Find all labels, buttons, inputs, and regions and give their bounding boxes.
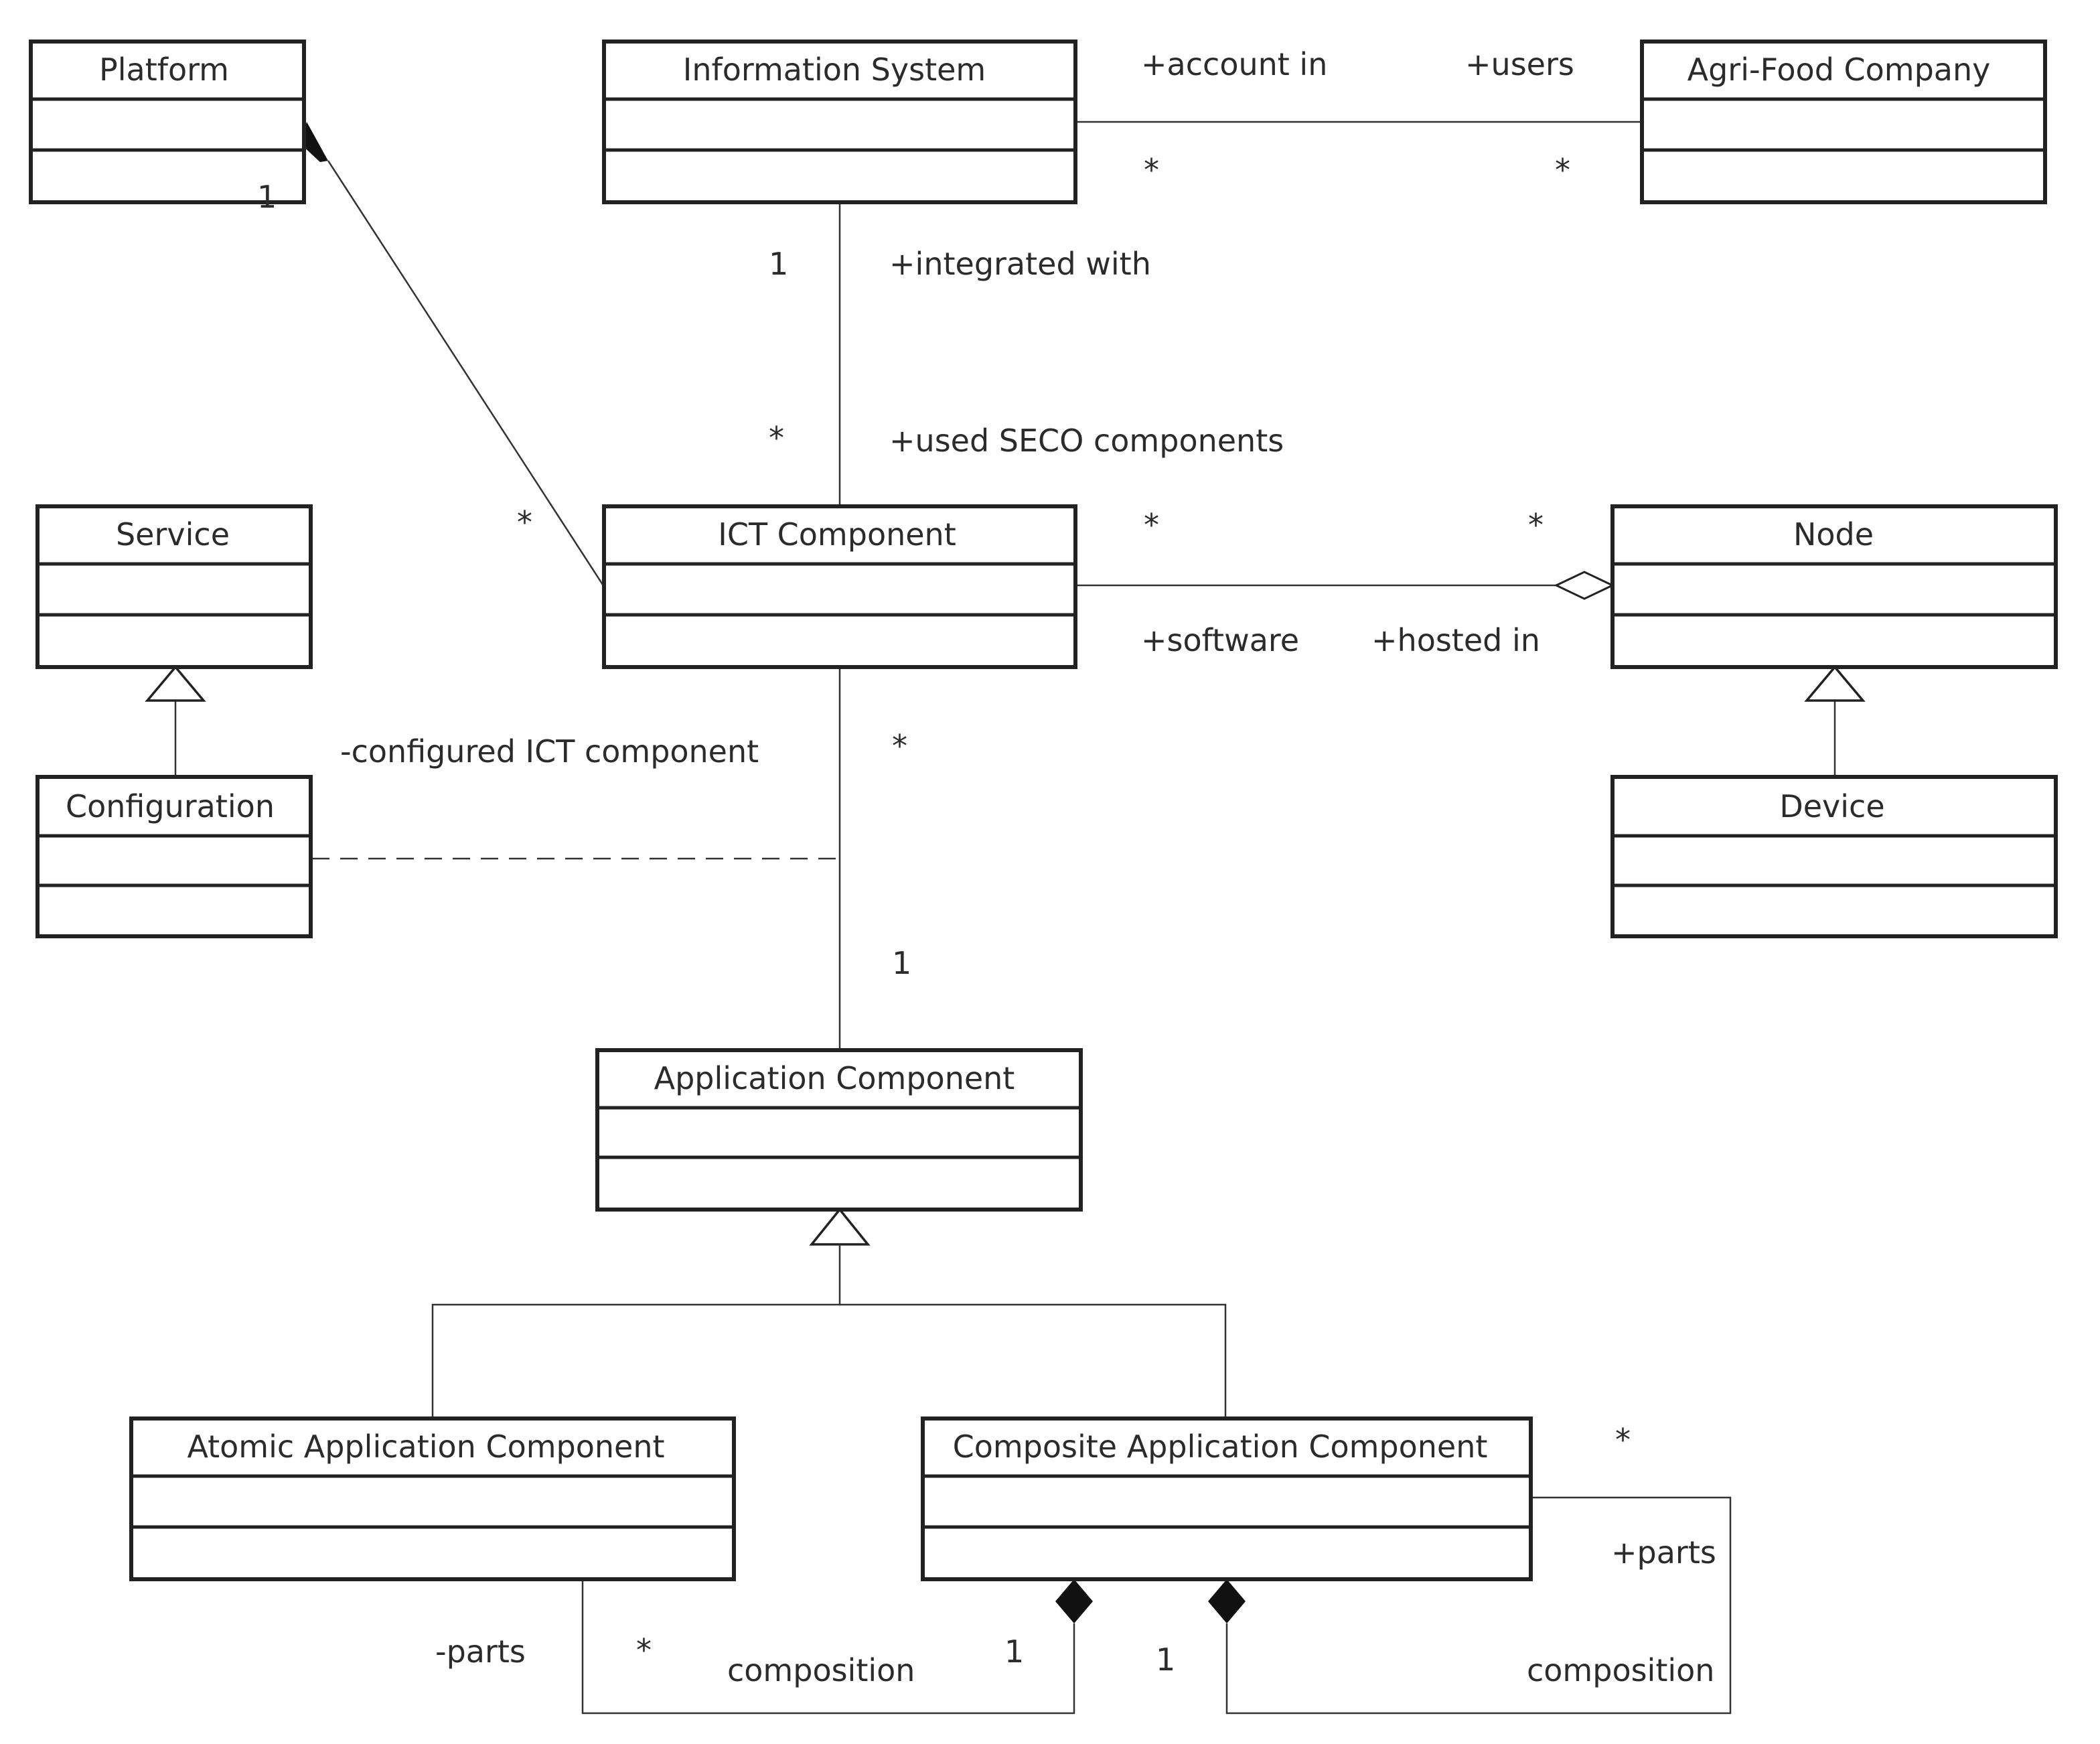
class-name: Configuration	[66, 788, 275, 824]
account-in-role: +account in	[1141, 46, 1327, 82]
composite-self-composition-diamond	[1208, 1579, 1246, 1623]
class-box	[1610, 775, 2058, 938]
class-name: Service	[116, 516, 230, 553]
composite-self-composition-line	[1225, 1496, 1732, 1715]
relationship-labels: 1 * +account in +users * * 1 +integrated…	[257, 46, 1716, 1688]
ict-app-multiplicity-top: *	[892, 728, 907, 764]
users-role: +users	[1465, 46, 1574, 82]
class-name: Information System	[683, 52, 986, 88]
class-platform[interactable]: Platform	[29, 40, 306, 204]
class-device[interactable]: Device	[1610, 775, 2058, 938]
class-name: Agri-Food Company	[1687, 52, 1991, 88]
composition-right-label: composition	[1527, 1652, 1714, 1688]
parts-private-role: -parts	[435, 1633, 526, 1670]
class-service[interactable]: Service	[35, 504, 313, 669]
platform-ict-composition-line	[327, 160, 605, 587]
class-application-component[interactable]: Application Component	[595, 1048, 1083, 1212]
class-box	[129, 1416, 736, 1581]
composition-left-label: composition	[727, 1652, 915, 1688]
ict-app-multiplicity-bottom: 1	[892, 945, 911, 981]
class-atomic-application-component[interactable]: Atomic Application Component	[129, 1416, 736, 1581]
class-box	[602, 40, 1077, 204]
is-company-multiplicity-left: *	[1144, 152, 1159, 188]
application-generalization-tree-right	[840, 1303, 1227, 1419]
composite-self-owner-multiplicity: 1	[1156, 1642, 1175, 1678]
class-box	[602, 504, 1077, 669]
node-generalization-arrow	[1804, 665, 1866, 702]
class-box	[595, 1048, 1083, 1212]
ict-is-multiplicity: *	[769, 420, 784, 456]
class-name: Composite Application Component	[953, 1429, 1488, 1465]
composite-atomic-multiplicity: 1	[1004, 1633, 1024, 1670]
information-system-multiplicity: 1	[769, 246, 788, 282]
application-generalization-tree	[431, 1244, 841, 1419]
class-name: Platform	[99, 52, 229, 88]
class-box	[921, 1416, 1533, 1581]
class-composite-application-component[interactable]: Composite Application Component	[921, 1416, 1533, 1581]
node-aggregation-diamond	[1554, 571, 1615, 600]
platform-composition-diamond	[300, 122, 328, 162]
class-box	[35, 504, 313, 669]
used-seco-components-role: +used SECO components	[889, 423, 1284, 459]
ict-node-multiplicity-left: *	[1144, 507, 1159, 543]
parts-public-role: +parts	[1611, 1534, 1716, 1571]
class-box	[29, 40, 306, 204]
service-generalization-arrow	[145, 665, 206, 702]
integrated-with-role: +integrated with	[889, 246, 1151, 282]
composite-atomic-composition-line	[581, 1579, 1075, 1715]
class-agri-food-company[interactable]: Agri-Food Company	[1640, 40, 2047, 204]
ict-node-multiplicity-right: *	[1528, 507, 1544, 543]
composite-atomic-composition-diamond	[1055, 1579, 1093, 1623]
platform-multiplicity: 1	[257, 179, 277, 215]
class-information-system[interactable]: Information System	[602, 40, 1077, 204]
class-name: Device	[1779, 788, 1884, 824]
relationship-lines	[145, 121, 1866, 1715]
class-box	[35, 775, 313, 938]
configured-ict-component-role: -configured ICT component	[340, 733, 759, 770]
class-box	[1610, 504, 2058, 669]
class-name: Application Component	[654, 1060, 1015, 1096]
platform-ict-multiplicity: *	[517, 504, 532, 540]
class-node[interactable]: Node	[1610, 504, 2058, 669]
atomic-parts-multiplicity: *	[636, 1632, 652, 1668]
class-configuration[interactable]: Configuration	[35, 775, 313, 938]
composite-self-multiplicity: *	[1615, 1422, 1631, 1458]
class-ict-component[interactable]: ICT Component	[602, 504, 1077, 669]
class-name: Node	[1793, 516, 1874, 553]
class-name: Atomic Application Component	[187, 1429, 664, 1465]
hosted-in-role: +hosted in	[1371, 622, 1540, 658]
application-generalization-arrow	[809, 1208, 871, 1246]
is-company-multiplicity-right: *	[1555, 152, 1570, 188]
class-box	[1640, 40, 2047, 204]
class-name: ICT Component	[718, 516, 956, 553]
software-role: +software	[1141, 622, 1299, 658]
